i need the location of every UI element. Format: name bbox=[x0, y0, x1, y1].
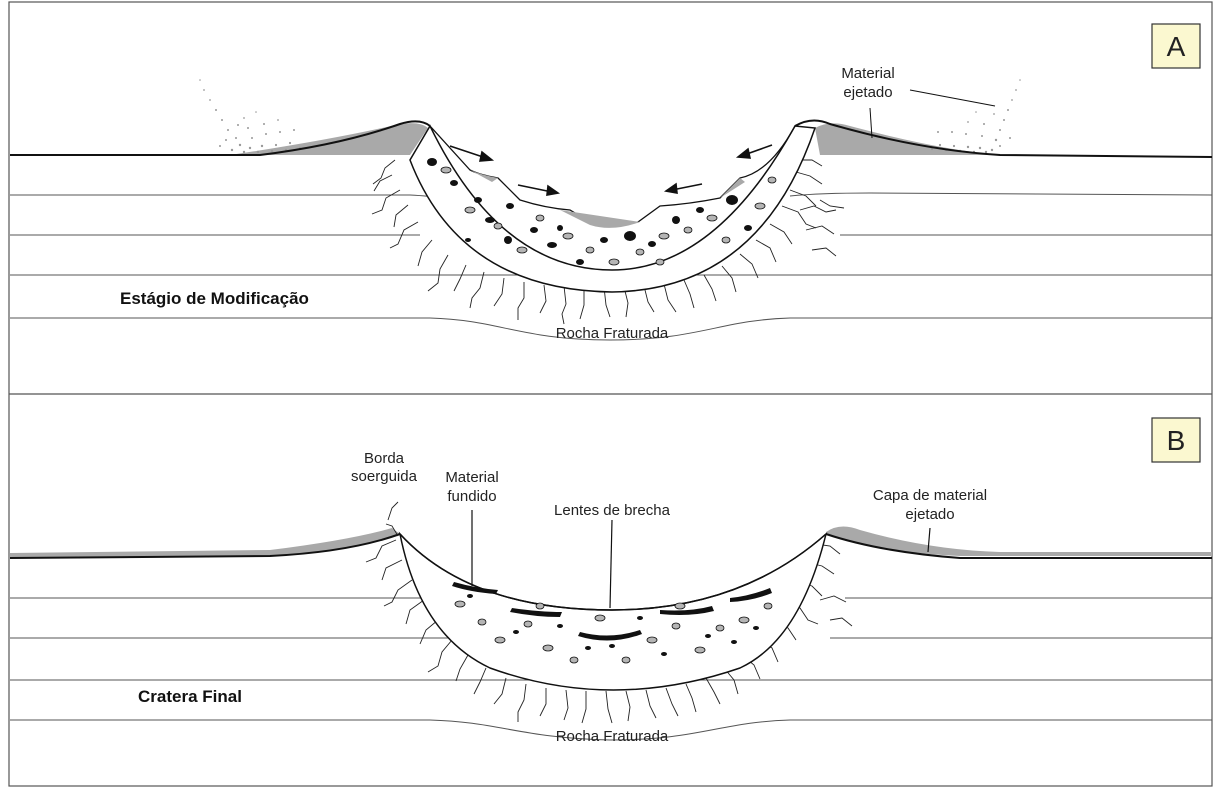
ejecta-left-a bbox=[230, 123, 428, 155]
panel-a: Material ejetado Rocha Fraturada Estágio… bbox=[10, 24, 1212, 342]
ejecta-spray-left-a bbox=[199, 79, 301, 153]
leader-lines-b bbox=[472, 510, 930, 608]
label-ejecta-a-line1: Material bbox=[841, 65, 894, 82]
stage-title-b: Cratera Final bbox=[138, 687, 242, 706]
label-melt-line2: fundido bbox=[447, 488, 496, 505]
label-ejecta-blanket-line1: Capa de material bbox=[873, 487, 987, 504]
label-melt-line1: Material bbox=[445, 469, 498, 486]
ejecta-spray-right-a bbox=[931, 79, 1021, 153]
label-ejecta-a-line2: ejetado bbox=[843, 84, 892, 101]
label-breccia: Lentes de brecha bbox=[554, 502, 671, 519]
label-fractured-rock-a: Rocha Fraturada bbox=[556, 325, 669, 342]
label-rim-line2: soerguida bbox=[351, 468, 418, 485]
strata-lines-a bbox=[10, 193, 1212, 340]
label-fractured-rock-b: Rocha Fraturada bbox=[556, 728, 669, 745]
panel-letter-b: B bbox=[1167, 425, 1186, 456]
stage-title-a: Estágio de Modificação bbox=[120, 289, 309, 308]
panel-b: Borda soerguida Material fundido Lentes … bbox=[10, 418, 1212, 745]
ejecta-blanket-left-b bbox=[10, 528, 400, 558]
label-rim-line1: Borda bbox=[364, 450, 405, 467]
ejecta-leader-a1 bbox=[910, 90, 995, 106]
label-ejecta-blanket-line2: ejetado bbox=[905, 506, 954, 523]
flow-arrows-a bbox=[450, 145, 772, 195]
crater-fill-b bbox=[400, 534, 826, 690]
panel-letter-a: A bbox=[1167, 31, 1186, 62]
melt-patches-a bbox=[470, 170, 745, 228]
ejecta-blanket-right-b bbox=[826, 526, 1212, 556]
